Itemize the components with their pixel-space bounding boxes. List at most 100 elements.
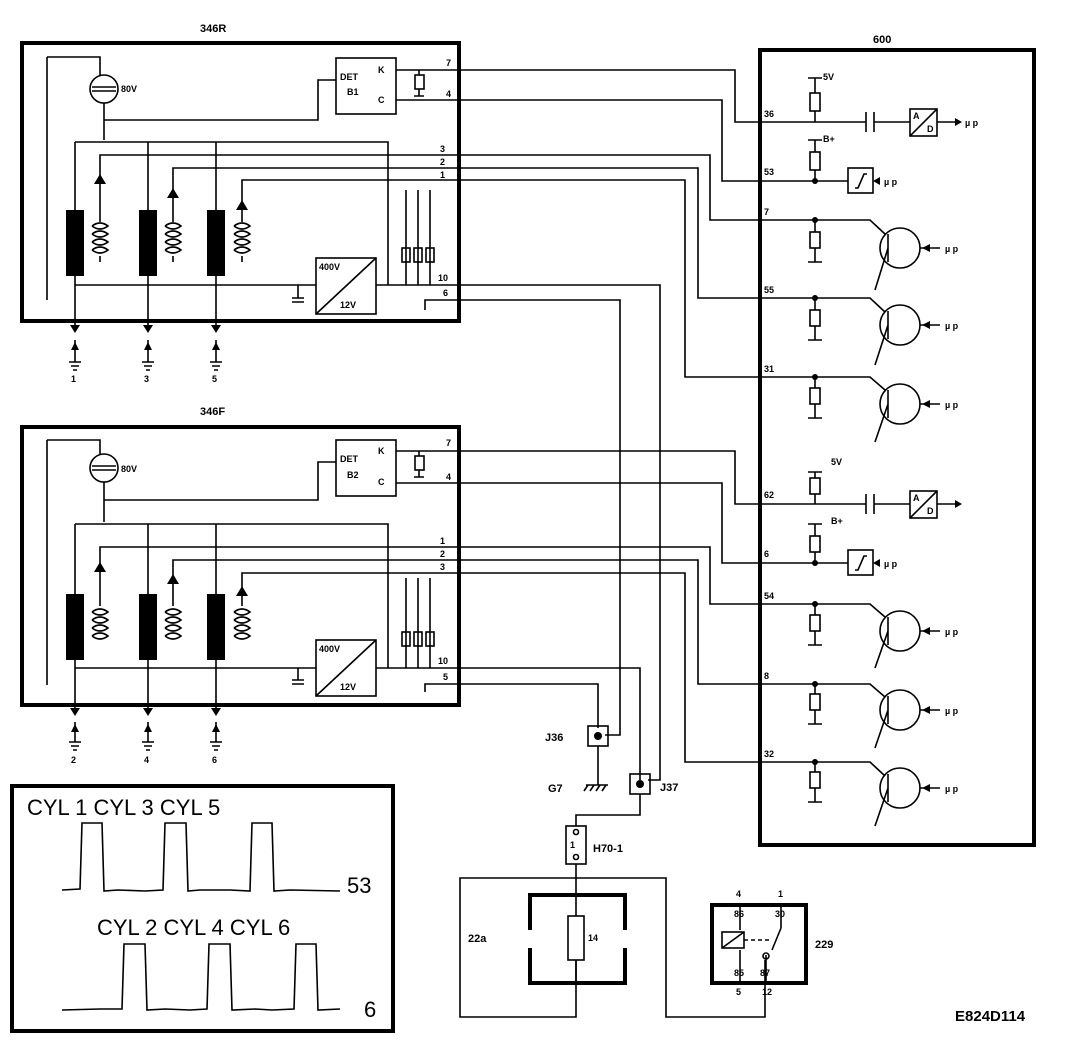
c22a-pin: 14: [588, 933, 598, 943]
waveform-53-pin: 53: [347, 873, 371, 898]
mu-p: µ p: [945, 706, 959, 716]
ground-icon: [210, 340, 222, 371]
connector-j36: J36 G7: [545, 725, 609, 795]
ignition-coil-icon: [207, 594, 225, 660]
ecu-pin-8: 8: [764, 671, 769, 681]
ground-label: 2: [71, 755, 76, 765]
mu-p: µ p: [884, 177, 898, 187]
harness-wiring: [459, 69, 760, 781]
supply-5v: 5V: [823, 72, 834, 82]
mu-p: µ p: [945, 321, 959, 331]
pin-5: 5: [443, 672, 448, 682]
secondary-coil-icon: [91, 608, 110, 640]
driver-7: µ p 7: [760, 207, 959, 291]
secondary-coil-icon: [233, 608, 252, 640]
secondary-coil-icon: [233, 222, 252, 254]
det-c: C: [378, 95, 385, 105]
waveform-panel: CYL 1 CYL 3 CYL 5 53 CYL 2 CYL 4 CYL 6 6: [10, 784, 395, 1033]
ad-a: A: [913, 111, 920, 121]
ground-label: 3: [144, 374, 149, 384]
ignition-coil-icon: [66, 594, 84, 660]
relay-pin-1: 1: [778, 889, 783, 899]
pin-2: 2: [440, 549, 445, 559]
pin-4: 4: [446, 89, 451, 99]
relay-label: 229: [815, 939, 833, 951]
ecu-pin-36: 36: [764, 109, 774, 119]
module-346r-box: [20, 41, 461, 323]
ignition-coil-icon: [66, 210, 84, 276]
h70-label: H70-1: [593, 843, 623, 855]
waveform-53-trace: [61, 822, 341, 892]
diode-icon: [236, 200, 248, 210]
ground-label: 4: [144, 755, 149, 765]
waveform-row2-label: CYL 2 CYL 4 CYL 6: [97, 915, 290, 940]
pin-4: 4: [446, 472, 451, 482]
transistor-icon: [879, 383, 921, 425]
resistor-icon: [414, 455, 425, 471]
ground-label: 1: [71, 374, 76, 384]
pin-7: 7: [446, 438, 451, 448]
det-b2-box: [335, 439, 397, 497]
transistor-icon: [879, 767, 921, 809]
module-346r: 346R 80V DET B1 K C 7 4 3 2 1: [20, 23, 461, 384]
det-k: K: [378, 446, 385, 456]
transformer-in: 400V: [319, 262, 340, 272]
diode-icon: [167, 188, 179, 198]
pin-2: 2: [440, 157, 445, 167]
ecu-pin-62: 62: [764, 490, 774, 500]
driver-8: µ p 8: [760, 671, 959, 749]
mu-p: µ p: [945, 400, 959, 410]
transistor-icon: [879, 610, 921, 652]
ecu-pin-54: 54: [764, 591, 774, 601]
supply-5v: 5V: [831, 457, 842, 467]
ground-icon: [69, 340, 81, 371]
driver-55: µ p 55: [760, 285, 959, 366]
waveform-6-pin: 6: [364, 997, 376, 1022]
fuse-icon: [567, 915, 585, 961]
mu-p: µ p: [884, 559, 898, 569]
relay-box: [710, 903, 808, 985]
schmitt-trigger-icon: [847, 549, 874, 576]
ground-label: 5: [212, 374, 217, 384]
transistor-icon: [879, 689, 921, 731]
pin-6: 6: [443, 288, 448, 298]
transformer-in: 400V: [319, 644, 340, 654]
det-id: B1: [347, 87, 359, 97]
module-346f-title: 346F: [200, 406, 225, 418]
ad-d: D: [927, 124, 934, 134]
supply-bplus: B+: [823, 134, 835, 144]
c22a-label: 22a: [468, 933, 487, 945]
det-c: C: [378, 477, 385, 487]
ecu-title: 600: [873, 34, 891, 46]
ignition-coil-icon: [139, 210, 157, 276]
g7-label: G7: [548, 783, 563, 795]
transistor-icon: [879, 304, 921, 346]
det-k: K: [378, 65, 385, 75]
module-346r-title: 346R: [200, 23, 226, 35]
diode-icon: [167, 574, 179, 584]
neon-voltage: 80V: [121, 84, 137, 94]
waveform-row1-label: CYL 1 CYL 3 CYL 5: [27, 795, 220, 820]
resistor-icon: [414, 74, 425, 90]
det-label: DET: [340, 454, 359, 464]
mu-p: µ p: [945, 627, 959, 637]
ignition-coil-icon: [207, 210, 225, 276]
ecu-box: [758, 48, 1036, 847]
transformer-out: 12V: [340, 300, 356, 310]
j37-label: J37: [660, 782, 678, 794]
secondary-coil-icon: [164, 222, 183, 254]
neon-voltage: 80V: [121, 464, 137, 474]
connector-h70-1: 1 H70-1: [459, 825, 766, 1018]
mu-p: µ p: [965, 118, 979, 128]
driver-54: µ p 54: [760, 591, 959, 669]
neon-lamp-icon: [89, 74, 119, 104]
transformer-out: 12V: [340, 682, 356, 692]
pin-1: 1: [440, 536, 445, 546]
relay-pin-12: 12: [762, 987, 772, 997]
module-346f: 346F 80V DET B2 K C 7 4 1 2 3: [20, 406, 461, 765]
ecu-600: 600 5V A D µ p 36 B+ µ p 53: [758, 34, 1036, 847]
relay-pin-4: 4: [736, 889, 741, 899]
ecu-pin-55: 55: [764, 285, 774, 295]
pin-3: 3: [440, 562, 445, 572]
